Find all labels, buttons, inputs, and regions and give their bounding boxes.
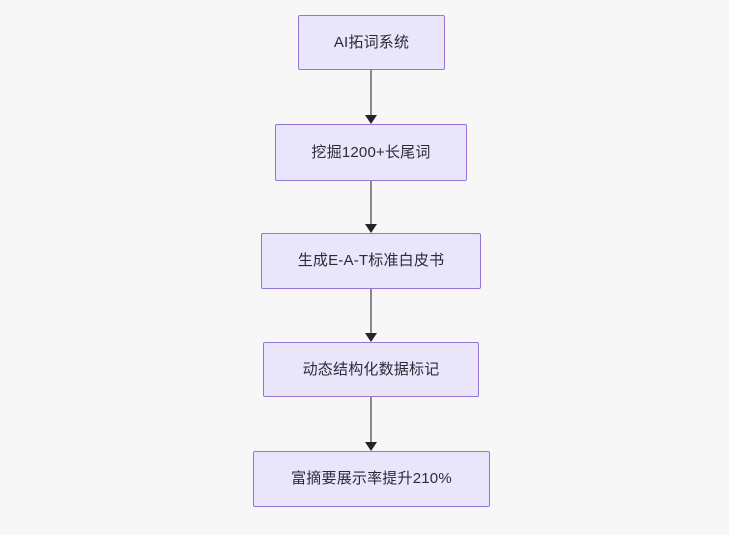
edge-line: [370, 70, 372, 115]
arrow-down-icon: [365, 442, 377, 451]
arrow-down-icon: [365, 333, 377, 342]
flow-node-label: 挖掘1200+长尾词: [311, 143, 431, 161]
flow-node-mine-longtail-keywords[interactable]: 挖掘1200+长尾词: [275, 124, 467, 181]
flow-node-label: AI拓词系统: [333, 33, 410, 51]
arrow-down-icon: [365, 115, 377, 124]
flow-edge-n1-n2: [365, 70, 377, 124]
flow-node-label: 动态结构化数据标记: [302, 360, 440, 378]
edge-line: [370, 289, 372, 333]
flow-node-generate-eat-whitepaper[interactable]: 生成E-A-T标准白皮书: [261, 233, 481, 289]
flow-edge-n4-n5: [365, 397, 377, 451]
arrow-down-icon: [365, 224, 377, 233]
edge-line: [370, 397, 372, 442]
flow-node-rich-snippet-rate-increase[interactable]: 富摘要展示率提升210%: [253, 451, 490, 507]
flow-edge-n2-n3: [365, 181, 377, 233]
flow-node-label: 富摘要展示率提升210%: [291, 470, 452, 487]
flow-node-dynamic-structured-data-markup[interactable]: 动态结构化数据标记: [263, 342, 479, 397]
edge-line: [370, 181, 372, 224]
flow-node-ai-keyword-system[interactable]: AI拓词系统: [298, 15, 445, 70]
flow-edge-n3-n4: [365, 289, 377, 342]
flow-node-label: 生成E-A-T标准白皮书: [297, 252, 445, 269]
